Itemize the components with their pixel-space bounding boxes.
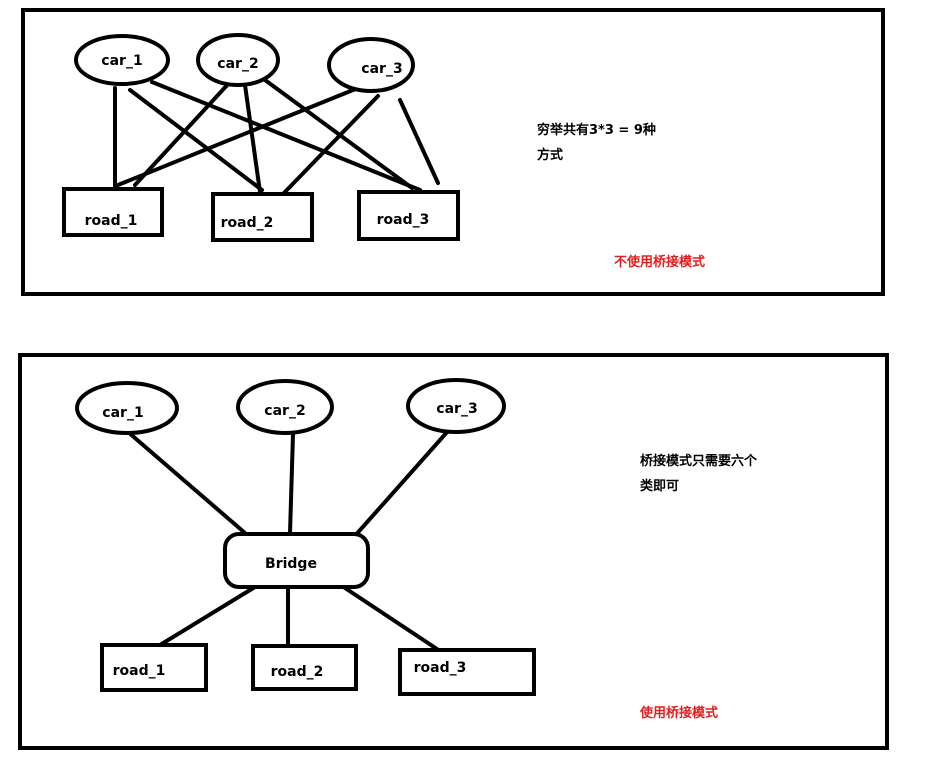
top-car-3-label: car_3 [361, 61, 402, 77]
bottom-car-3: car_3 [406, 378, 506, 434]
top-car-2-label: car_2 [217, 56, 258, 72]
bottom-car-3-label: car_3 [436, 401, 477, 417]
edge-car1-road2 [128, 88, 264, 192]
edge-bridge-road3 [343, 586, 439, 651]
top-road-2: road_2 [211, 192, 314, 242]
bottom-road-3-label: road_3 [414, 660, 467, 676]
bottom-road-2: road_2 [251, 644, 358, 691]
bridge-node: Bridge [223, 532, 370, 589]
top-edges [113, 78, 440, 196]
bottom-car-2: car_2 [236, 379, 334, 435]
edge-car2-road1 [133, 80, 232, 187]
panel-with-bridge [18, 353, 889, 750]
edge-car1-road3 [150, 80, 422, 192]
top-caption: 不使用桥接模式 [614, 254, 705, 270]
bottom-road-3: road_3 [398, 648, 536, 696]
edge-car3-road3 [398, 98, 440, 185]
top-car-1: car_1 [74, 34, 170, 86]
top-road-3: road_3 [357, 190, 460, 241]
top-road-1-label: road_1 [85, 213, 138, 229]
bottom-edges [126, 429, 450, 651]
top-road-1: road_1 [62, 187, 164, 237]
bottom-car-1-label: car_1 [102, 405, 143, 421]
bottom-road-1-label: road_1 [113, 663, 166, 679]
bottom-road-1: road_1 [100, 643, 208, 692]
bridge-label: Bridge [265, 556, 317, 572]
top-road-3-label: road_3 [377, 212, 430, 228]
bottom-note-line2: 类即可 [640, 478, 679, 494]
edge-bridge-road1 [158, 585, 257, 647]
bottom-note-line1: 桥接模式只需要六个 [640, 453, 758, 469]
bottom-caption: 使用桥接模式 [639, 705, 718, 721]
top-note-line1: 穷举共有3*3 = 9种 [537, 122, 656, 138]
bottom-car-1: car_1 [75, 381, 179, 435]
top-car-2: car_2 [196, 33, 280, 87]
edge-car2-road2 [243, 83, 262, 194]
edge-car3-road2 [281, 94, 380, 196]
edge-car3-bridge [351, 429, 450, 540]
top-note-line2: 方式 [537, 147, 563, 163]
panel-without-bridge [21, 8, 885, 296]
bottom-car-2-label: car_2 [264, 403, 305, 419]
bottom-road-2-label: road_2 [271, 664, 324, 680]
edge-car2-bridge [288, 432, 295, 535]
edge-car1-bridge [126, 430, 247, 535]
top-car-3: car_3 [327, 37, 415, 93]
edge-car3-road1 [116, 86, 360, 187]
top-car-1-label: car_1 [101, 53, 142, 69]
top-road-2-label: road_2 [221, 215, 274, 231]
